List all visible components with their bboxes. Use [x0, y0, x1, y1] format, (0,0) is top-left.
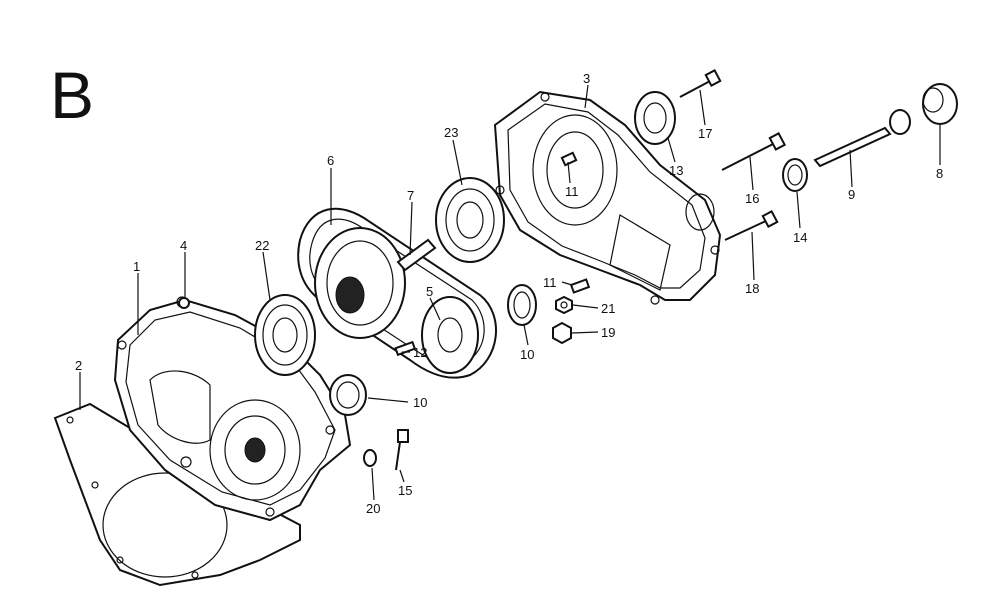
part-washer-20	[363, 449, 377, 467]
callout-21: 21	[601, 301, 615, 316]
callout-3: 3	[583, 71, 590, 86]
part-dowel-pin-lower	[569, 278, 591, 294]
part-oil-seal-lower	[329, 374, 367, 416]
part-oil-seal-upper	[507, 284, 537, 326]
callout-1: 1	[133, 259, 140, 274]
callout-11-upper: 11	[565, 184, 579, 199]
part-bearing-right	[435, 177, 505, 263]
callout-4: 4	[180, 238, 187, 253]
part-circlip	[782, 158, 808, 192]
callout-11-lower: 11	[543, 275, 557, 290]
leader-lines	[79, 84, 941, 501]
callout-16: 16	[745, 191, 759, 206]
part-bolt-16	[721, 132, 787, 171]
part-bolt-18	[724, 210, 779, 241]
part-pin	[396, 238, 437, 272]
callout-labels: 1 2 3 4 5 6 7 8 9 10 10 11 11 12 13 14 1…	[75, 71, 943, 516]
callout-14: 14	[793, 230, 807, 245]
part-nut	[555, 295, 573, 315]
callout-8: 8	[936, 166, 943, 181]
callout-15: 15	[398, 483, 412, 498]
part-bolt-17	[679, 69, 722, 98]
callout-6: 6	[327, 153, 334, 168]
part-right-case-cover	[493, 90, 722, 305]
callout-10-lower: 10	[413, 395, 427, 410]
part-bolt-15	[395, 429, 409, 471]
part-flange-bolt	[552, 321, 572, 345]
callout-20: 20	[366, 501, 380, 516]
callout-7: 7	[407, 188, 414, 203]
callout-18: 18	[745, 281, 759, 296]
part-seal-ring	[634, 91, 676, 145]
callout-5: 5	[426, 284, 433, 299]
callout-22: 22	[255, 238, 269, 253]
callout-12: 12	[413, 345, 427, 360]
part-dowel-pin-upper	[560, 151, 578, 167]
part-small-sprocket	[421, 296, 479, 374]
callout-9: 9	[848, 187, 855, 202]
part-dipstick	[813, 109, 911, 168]
part-filler-cap	[922, 83, 958, 125]
callout-2: 2	[75, 358, 82, 373]
callout-23: 23	[444, 125, 458, 140]
section-letter: B	[50, 58, 95, 132]
callout-19: 19	[601, 325, 615, 340]
part-bearing-left	[254, 294, 316, 376]
callout-10-upper: 10	[520, 347, 534, 362]
callout-17: 17	[698, 126, 712, 141]
part-bolt-4	[178, 297, 190, 309]
callout-13: 13	[669, 163, 683, 178]
